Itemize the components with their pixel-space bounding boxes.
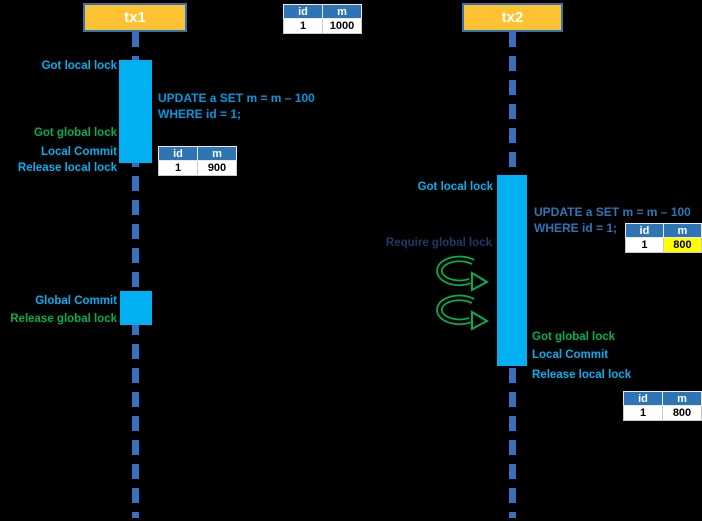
- tx1-sql-line2: WHERE id = 1;: [158, 107, 242, 121]
- table-after-tx1-header-id: id: [158, 146, 198, 161]
- table-after-tx1-cell-id: 1: [158, 160, 198, 176]
- table-tx2-local-cell-m-highlighted: 800: [662, 237, 702, 253]
- table-initial-state: id m 1 1000: [283, 4, 362, 34]
- tx1-sql-line1: UPDATE a SET m = m – 100: [158, 91, 315, 105]
- table-after-tx2-header-m: m: [662, 391, 702, 406]
- table-initial-cell-m: 1000: [322, 18, 362, 34]
- tx1-label-got-local-lock: Got local lock: [41, 60, 117, 72]
- table-after-tx1-header-m: m: [197, 146, 237, 161]
- tx2-label-got-global-lock: Got global lock: [532, 331, 616, 343]
- table-tx2-local-cell-id: 1: [625, 237, 664, 253]
- table-tx2-local-header-id: id: [625, 223, 664, 238]
- tx2-label-local-commit: Local Commit: [532, 349, 609, 361]
- retry-loop-arrow-icon-1: [436, 255, 490, 292]
- tx1-label-release-global-lock: Release global lock: [10, 313, 117, 325]
- tx1-label-release-local-lock: Release local lock: [17, 162, 117, 174]
- tx2-sql-line1: UPDATE a SET m = m – 100: [534, 205, 691, 219]
- retry-loop-arrow-icon-2: [436, 294, 490, 331]
- tx1-activation-main: [119, 60, 152, 163]
- tx2-label-require-global-lock: Require global lock: [385, 237, 492, 249]
- tx1-label-got-global-lock: Got global lock: [33, 127, 117, 139]
- table-after-tx1-cell-m: 900: [197, 160, 237, 176]
- tx2-label-release-local-lock: Release local lock: [532, 369, 632, 381]
- table-tx2-local-update: id m 1 800: [625, 223, 702, 253]
- tx1-label-local-commit: Local Commit: [40, 146, 117, 158]
- tx1-label-global-commit: Global Commit: [35, 295, 117, 307]
- tx2-sql-statement: UPDATE a SET m = m – 100 WHERE id = 1;: [534, 204, 691, 236]
- tx2-activation-main: [497, 175, 527, 366]
- table-initial-header-id: id: [283, 4, 323, 19]
- table-initial-cell-id: 1: [283, 18, 323, 34]
- tx2-label-got-local-lock: Got local lock: [417, 181, 493, 193]
- table-after-tx2-cell-id: 1: [623, 405, 663, 421]
- table-initial-header-m: m: [322, 4, 362, 19]
- table-after-tx2-cell-m: 800: [662, 405, 702, 421]
- tx1-activation-global-commit: [120, 291, 152, 325]
- table-after-tx1: id m 1 900: [158, 146, 237, 176]
- actor-tx2-label: tx2: [501, 9, 524, 26]
- actor-tx1-box: tx1: [83, 3, 187, 32]
- tx2-sql-line2: WHERE id = 1;: [534, 221, 618, 235]
- table-after-tx2: id m 1 800: [623, 391, 702, 421]
- tx1-lifeline: [132, 32, 139, 518]
- table-tx2-local-header-m: m: [662, 223, 702, 238]
- actor-tx1-label: tx1: [124, 9, 146, 26]
- tx1-sql-statement: UPDATE a SET m = m – 100 WHERE id = 1;: [158, 90, 315, 122]
- table-after-tx2-header-id: id: [623, 391, 663, 406]
- actor-tx2-box: tx2: [462, 3, 563, 32]
